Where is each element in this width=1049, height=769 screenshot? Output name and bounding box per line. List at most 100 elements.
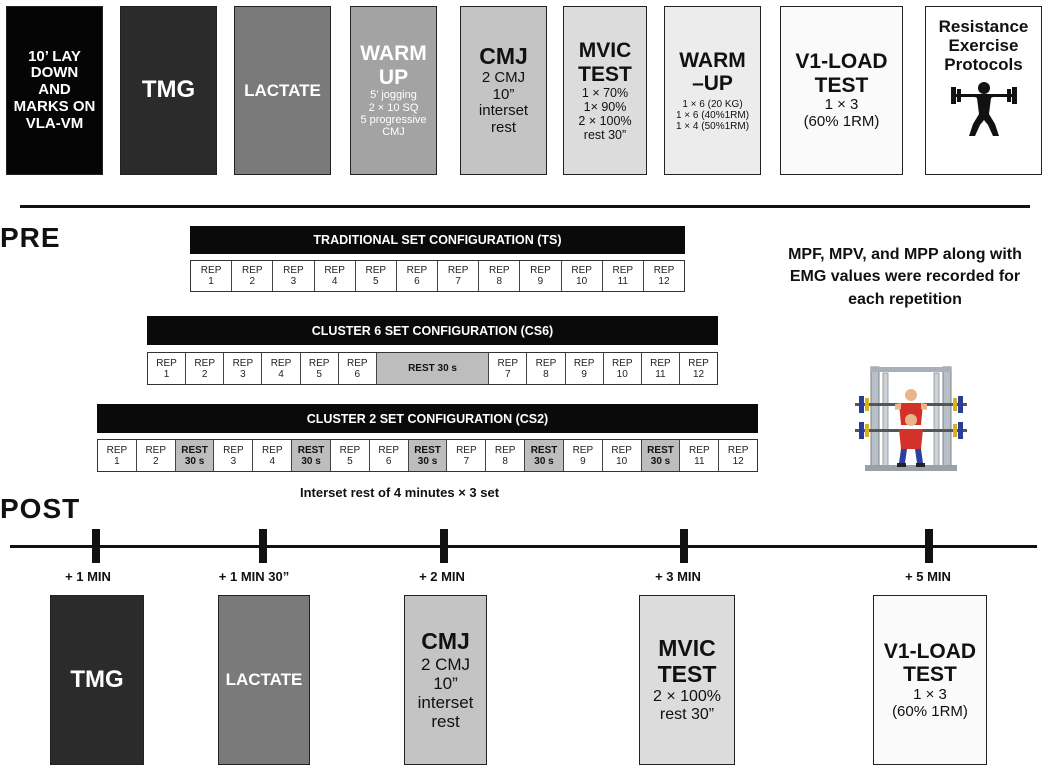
rest-label: 30 s	[301, 455, 321, 467]
rep-number: 4	[278, 368, 284, 380]
box-line: 2 × 10 SQ	[368, 101, 419, 114]
rep-label: REP	[223, 444, 244, 456]
box-line: 1 × 3	[913, 685, 947, 703]
rep-label: REP	[494, 444, 516, 456]
rep-number: 10	[616, 368, 628, 380]
box-line: interset	[478, 102, 529, 120]
rep-number: 3	[290, 276, 297, 287]
rep-number: 5	[316, 368, 322, 380]
rest-label: REST	[414, 444, 441, 456]
rest-label: REST	[647, 444, 674, 456]
rep-number: 12	[692, 368, 705, 380]
rep-label: REP	[497, 357, 519, 369]
recorded-values-note: MPF, MPV, and MPP along with EMG values …	[788, 246, 1022, 308]
timeline-label: + 3 MIN	[655, 569, 701, 584]
timeline-label: + 1 MIN 30”	[218, 569, 290, 584]
rep-label: REP	[324, 265, 345, 276]
timeline-label: + 1 MIN	[65, 569, 111, 584]
box-line: TEST	[578, 62, 632, 86]
timeline-tick	[259, 529, 267, 563]
rep-label: REP	[447, 265, 469, 276]
top-step-lactate: LACTATE	[234, 6, 331, 175]
top-step-lay-down: 10’ LAY DOWN AND MARKS ON VLA-VM	[6, 6, 103, 175]
rep-number: 1	[163, 368, 170, 380]
rep-label: REP	[308, 357, 330, 369]
box-line: DOWN	[30, 64, 79, 82]
rep-label: REP	[241, 265, 263, 276]
rest-label: 30 s	[650, 455, 671, 467]
post-step-lactate: LACTATE	[218, 595, 310, 765]
timeline-tick	[680, 529, 688, 563]
box-line: MARKS ON	[13, 97, 96, 115]
rep-label: REP	[261, 444, 283, 456]
box-line: 2 CMJ	[420, 654, 471, 674]
post-step-tmg: TMG	[50, 595, 144, 765]
rep-label: REP	[200, 265, 222, 276]
post-step-mvic-test: MVIC TEST 2 × 100% rest 30”	[639, 595, 735, 765]
rep-number: 1	[114, 455, 120, 467]
box-line: 10”	[433, 673, 458, 693]
box-line: 10”	[492, 85, 515, 103]
top-step-cmj: CMJ 2 CMJ 10” interset rest	[460, 6, 547, 175]
rest-label: REST	[530, 444, 558, 456]
timeline-line	[10, 545, 1037, 548]
rep-label: REP	[145, 444, 167, 456]
rest-label: 30 s	[184, 455, 205, 467]
rep-number: 8	[543, 368, 549, 380]
rep-number: 9	[537, 276, 544, 287]
box-line: 1 × 6 (20 KG)	[682, 98, 743, 110]
rep-label: REP	[572, 444, 594, 456]
rep-label: REP	[611, 444, 632, 456]
timeline-tick	[925, 529, 933, 563]
rep-number: 7	[463, 455, 470, 467]
rep-label: REP	[689, 444, 710, 456]
box-line: 2 × 100%	[652, 687, 722, 705]
weightlifter-icon	[950, 82, 1017, 137]
rep-number: 6	[385, 455, 392, 467]
rep-number: 9	[581, 368, 587, 380]
rep-label: REP	[489, 265, 510, 276]
rep-label: REP	[156, 357, 177, 369]
rest-label: REST	[181, 444, 208, 456]
rep-label: REP	[535, 357, 557, 369]
box-line: LACTATE	[244, 80, 321, 100]
timeline-label: + 5 MIN	[905, 569, 951, 584]
rep-number: 7	[505, 368, 511, 380]
rep-number: 4	[331, 276, 338, 287]
rep-label: REP	[612, 265, 634, 276]
rep-label: REP	[194, 357, 215, 369]
rep-label: REP	[456, 444, 477, 456]
box-line: Protocols	[944, 55, 1023, 75]
rep-number: 10	[616, 455, 628, 467]
box-line: TEST	[657, 661, 717, 688]
rep-label: REP	[688, 357, 709, 369]
rep-number: 12	[658, 276, 670, 287]
top-step-warm-up-2: WARM –UP 1 × 6 (20 KG) 1 × 6 (40%1RM) 1 …	[664, 6, 761, 175]
box-line: CMJ	[382, 126, 405, 139]
rep-label: REP	[283, 265, 304, 276]
interset-rest-note: Interset rest of 4 minutes × 3 set	[300, 485, 500, 500]
box-line: TMG	[141, 76, 196, 104]
